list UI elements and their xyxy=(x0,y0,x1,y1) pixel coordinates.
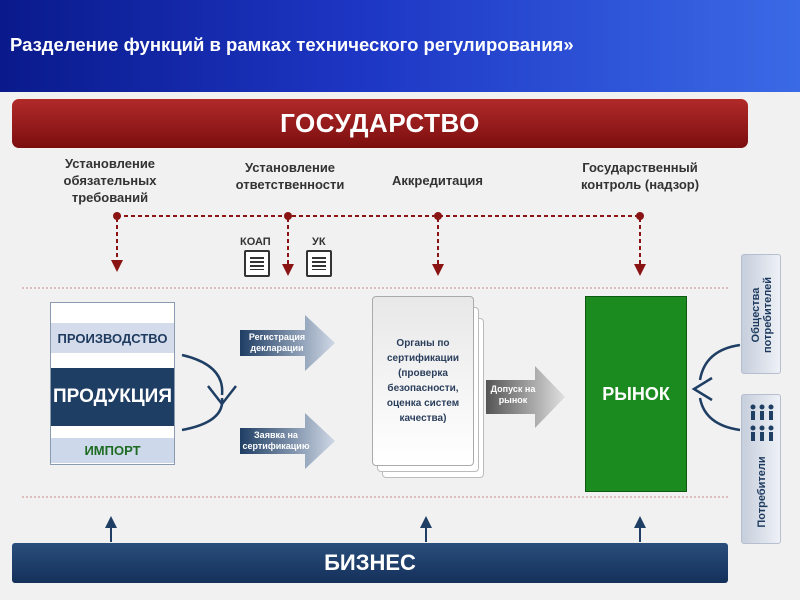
products-cell: ПРОДУКЦИЯ xyxy=(51,368,174,426)
label-line: декларации xyxy=(250,343,304,353)
consumer-societies-panel: Общества потребителей xyxy=(741,254,781,374)
label-line: сертификации xyxy=(386,353,460,364)
label-line: Установление xyxy=(64,156,156,171)
zone-separators xyxy=(22,287,730,498)
consumer-societies-label: Общества потребителей xyxy=(742,255,782,375)
uk-label: УК xyxy=(312,236,326,248)
consumer-arrows xyxy=(691,343,741,432)
label-line: потребителей xyxy=(762,277,774,353)
label-line: контроль (надзор) xyxy=(580,177,700,192)
market-access-arrow xyxy=(486,366,565,428)
label-line: Аккредитация xyxy=(392,173,483,188)
page-title: Разделение функций в рамках технического… xyxy=(10,34,574,55)
label-line: Общества xyxy=(750,287,762,343)
label-line: сертификацию xyxy=(242,441,310,451)
label-line: Регистрация xyxy=(248,332,306,342)
responsibility-label: Установление ответственности xyxy=(215,159,365,193)
label-line: (проверка xyxy=(398,368,448,379)
uk-document-icon xyxy=(306,250,332,277)
accreditation-label: Аккредитация xyxy=(370,172,505,189)
label-line: рынок xyxy=(498,395,528,405)
label-line: Установление xyxy=(244,160,336,175)
application-arrow xyxy=(240,413,335,469)
production-curved-arrows xyxy=(181,353,237,432)
declaration-arrow-label: Регистрация декларации xyxy=(246,332,308,354)
label-line: требований xyxy=(71,190,149,205)
label-line: оценка систем xyxy=(386,398,460,409)
koap-label: КОАП xyxy=(240,236,271,248)
application-arrow-label: Заявка на сертификацию xyxy=(240,430,312,452)
label-line: ответственности xyxy=(235,177,345,192)
state-control-label: Государственный контроль (надзор) xyxy=(560,159,720,193)
label-line: Заявка на xyxy=(254,430,298,440)
mandatory-requirements-label: Установление обязательных требований xyxy=(45,155,175,206)
market-box: РЫНОК xyxy=(585,296,687,492)
label-line: Органы по xyxy=(396,338,450,349)
label-line: безопасности, xyxy=(387,383,459,394)
market-access-arrow-label: Допуск на рынок xyxy=(484,384,542,406)
declaration-arrow xyxy=(240,315,335,371)
production-box: ПРОИЗВОДСТВО ПРОДУКЦИЯ ИМПОРТ xyxy=(50,302,175,465)
label-line: обязательных xyxy=(63,173,157,188)
manufacturing-cell: ПРОИЗВОДСТВО xyxy=(51,323,174,353)
certification-bodies-box: Органы по сертификации (проверка безопас… xyxy=(372,296,474,466)
people-icons xyxy=(750,404,774,441)
koap-document-icon xyxy=(244,250,270,277)
import-cell: ИМПОРТ xyxy=(51,438,174,463)
label-line: Государственный xyxy=(582,160,698,175)
label-line: качества) xyxy=(399,413,447,424)
state-down-arrows xyxy=(111,218,646,276)
consumers-panel: Потребители xyxy=(741,394,781,544)
state-connector-dots xyxy=(113,212,644,220)
title-bar: Разделение функций в рамках технического… xyxy=(0,0,800,92)
consumers-label: Потребители xyxy=(756,456,768,528)
label-line: Допуск на xyxy=(490,384,536,394)
business-up-arrows xyxy=(105,516,646,542)
state-banner: ГОСУДАРСТВО xyxy=(12,99,748,148)
business-banner: БИЗНЕС xyxy=(12,543,728,583)
